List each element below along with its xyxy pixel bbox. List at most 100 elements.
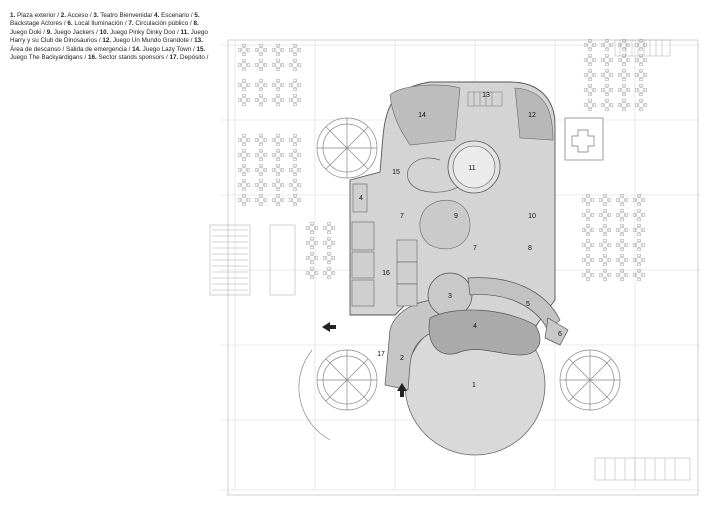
legend-item-text: Área de descanso / Salida de emergencia … xyxy=(10,45,133,53)
legend-item-number: 13. xyxy=(194,37,203,45)
table-set xyxy=(237,163,251,177)
table-set xyxy=(305,221,319,235)
table-set xyxy=(288,93,302,107)
table-set xyxy=(634,83,648,97)
zone-labels: 1 2 3 4 5 6 7 7 8 9 10 11 12 13 14 15 16… xyxy=(359,92,562,389)
table-set xyxy=(600,53,614,67)
first-aid-icon xyxy=(564,117,604,161)
legend-item-text: Circulación público / xyxy=(133,20,194,28)
table-set xyxy=(632,193,646,207)
label-8: 8 xyxy=(528,245,532,252)
table-set xyxy=(581,253,595,267)
table-set xyxy=(617,68,631,82)
table-set xyxy=(598,208,612,222)
zone-escenario xyxy=(428,309,541,356)
legend-item: 14. Juego Lazy Town / xyxy=(132,46,196,53)
table-set xyxy=(305,236,319,250)
table-set xyxy=(583,98,597,112)
label-7a: 7 xyxy=(400,213,404,220)
table-set xyxy=(288,78,302,92)
table-set xyxy=(600,68,614,82)
table-set xyxy=(271,148,285,162)
furniture-top-left xyxy=(237,38,648,282)
table-set xyxy=(581,238,595,252)
legend-item: 11. Juego Harry y su Club de Dinosaurios… xyxy=(10,29,208,44)
table-set xyxy=(237,78,251,92)
table-set xyxy=(632,268,646,282)
table-set xyxy=(632,208,646,222)
legend-item-number: 5. xyxy=(194,12,200,19)
legend-item-number: 17. xyxy=(169,54,179,62)
label-7b: 7 xyxy=(473,245,477,252)
label-4-booth: 4 xyxy=(359,195,363,202)
table-set xyxy=(322,251,336,265)
table-set xyxy=(271,178,285,192)
table-set xyxy=(237,178,251,192)
table-set xyxy=(254,163,268,177)
planter-circles xyxy=(298,117,621,441)
table-set xyxy=(237,58,251,72)
table-set xyxy=(600,38,614,52)
table-set xyxy=(305,266,319,280)
label-15: 15 xyxy=(392,169,400,176)
table-set xyxy=(617,38,631,52)
label-11: 11 xyxy=(468,165,475,172)
table-set xyxy=(615,223,629,237)
label-9: 9 xyxy=(454,213,458,220)
legend-item-text: Juego Doki / xyxy=(10,28,47,36)
legend-item-number: 15. xyxy=(196,45,206,53)
legend-item-text: Local Iluminación / xyxy=(72,20,129,28)
legend-item: 17. Depósito / xyxy=(170,54,209,61)
table-set xyxy=(288,133,302,147)
legend-item-number: 12. xyxy=(102,37,112,45)
table-set xyxy=(632,223,646,237)
table-set xyxy=(288,178,302,192)
legend-item-text: Sector stands sponsors / xyxy=(96,54,170,62)
zone-un-mundo-grandote xyxy=(514,87,554,141)
legend-item-number: 16. xyxy=(87,54,97,62)
table-set xyxy=(632,253,646,267)
legend-item-text: Juego Pinky Dinky Doo / xyxy=(108,28,181,36)
label-10: 10 xyxy=(528,213,536,220)
table-set xyxy=(615,253,629,267)
legend-item: 9. Juego Jackers / xyxy=(47,29,100,36)
table-set xyxy=(634,98,648,112)
table-set xyxy=(271,93,285,107)
table-set xyxy=(254,93,268,107)
legend-item-text: Escenario / xyxy=(159,12,195,19)
label-1: 1 xyxy=(472,382,476,389)
table-set xyxy=(632,238,646,252)
legend-item-text: Backstage Actores / xyxy=(10,20,68,28)
entry-arrow-icon xyxy=(397,383,407,397)
table-set xyxy=(617,83,631,97)
label-12: 12 xyxy=(528,112,536,119)
zone-jackers xyxy=(419,199,471,250)
table-set xyxy=(583,38,597,52)
table-set xyxy=(322,236,336,250)
table-set xyxy=(271,58,285,72)
table-set xyxy=(322,221,336,235)
legend-item-text: Juego Jackers / xyxy=(52,28,100,36)
legend-item-number: 6. xyxy=(67,20,73,28)
table-set xyxy=(288,193,302,207)
label-13: 13 xyxy=(482,92,490,99)
rest-area-stair xyxy=(467,91,503,107)
table-set xyxy=(322,266,336,280)
legend-item: 5. Backstage Actores / xyxy=(10,12,200,27)
table-set xyxy=(598,193,612,207)
legend-item-number: 10. xyxy=(99,28,109,36)
table-set xyxy=(615,193,629,207)
legend-item: 10. Juego Pinky Dinky Doo / xyxy=(100,29,181,36)
legend-item: 6. Local Iluminación / xyxy=(67,20,128,27)
legend-item-text: Juego Lazy Town / xyxy=(140,45,197,53)
table-set xyxy=(581,223,595,237)
table-set xyxy=(583,68,597,82)
legend-item-number: 9. xyxy=(46,28,53,36)
table-set xyxy=(583,83,597,97)
legend-item: 2. Acceso / xyxy=(61,12,94,19)
table-set xyxy=(600,83,614,97)
zone-local-iluminacion xyxy=(544,317,569,346)
legend-item-number: 1. xyxy=(10,12,16,19)
table-set xyxy=(634,53,648,67)
legend-item: 8. Juego Doki / xyxy=(10,20,199,35)
